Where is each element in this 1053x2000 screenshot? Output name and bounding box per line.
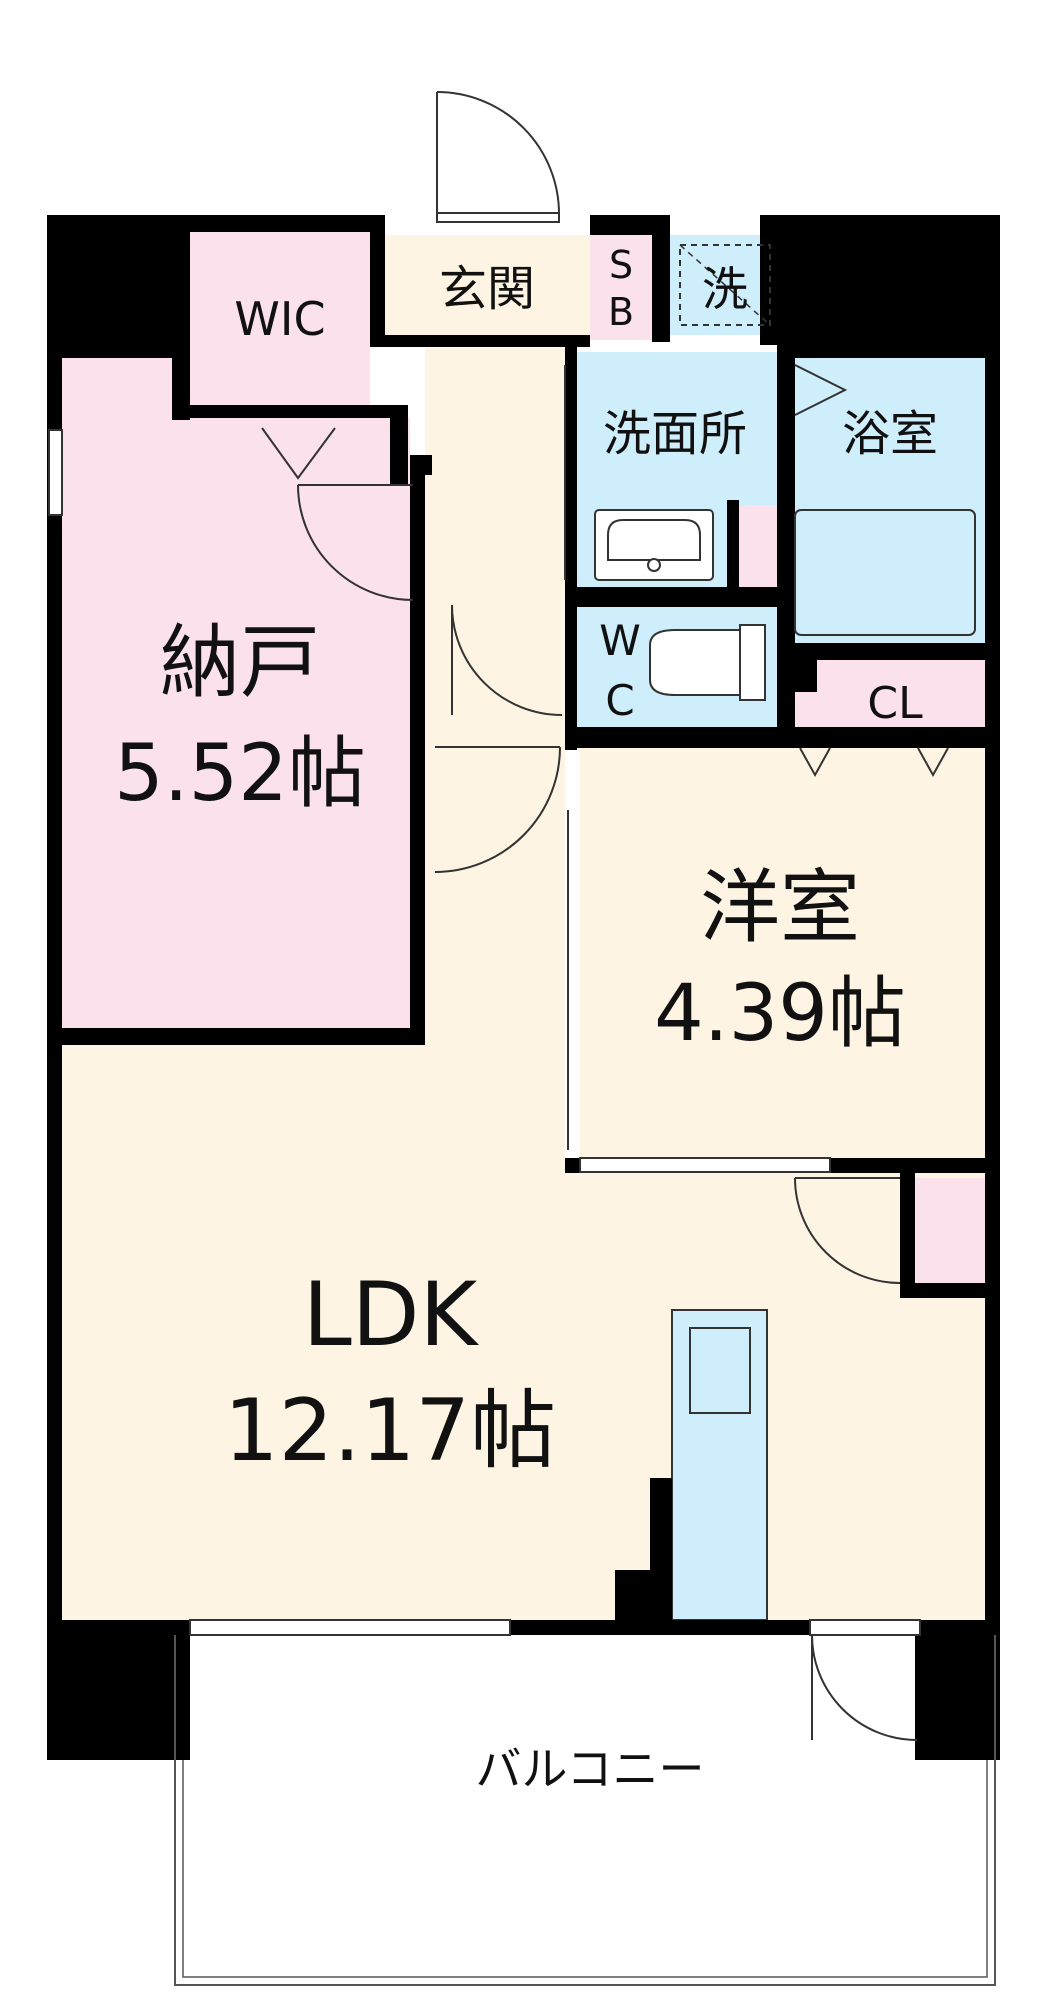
washer-diagonal (679, 244, 771, 326)
shoe-box-label-b: B (608, 290, 634, 334)
closet-label: CL (867, 678, 923, 729)
western-room-area (580, 748, 985, 1158)
washroom-label: 洗面所 (603, 406, 747, 462)
wic-area (190, 232, 370, 410)
entrance-label: 玄関 (439, 261, 535, 317)
shoe-box-area (590, 235, 652, 340)
shoe-box-label-s: S (609, 243, 633, 287)
kitchen-counter (671, 1309, 768, 1621)
doors (261, 91, 949, 1741)
wic-label: WIC (234, 292, 325, 346)
balcony-outline (174, 1635, 996, 1986)
balcony-label: バルコニー (475, 1742, 704, 1796)
ldk-storage-area (915, 1178, 985, 1283)
walls (47, 215, 1000, 1760)
closet-area (795, 660, 985, 733)
western-room-label: 洋室 (700, 861, 860, 954)
windows (48, 429, 921, 1636)
washer-label: 洗 (702, 262, 748, 316)
balcony-inner-outline (182, 1760, 988, 1978)
toilet-label-w: W (599, 616, 641, 665)
kitchen-sink (689, 1327, 751, 1414)
fixtures (594, 244, 976, 701)
storeroom-label: 納戸 (160, 616, 320, 709)
washroom-shelf-area (740, 505, 777, 587)
ldk-label: LDK (303, 1263, 480, 1366)
bathroom-label: 浴室 (842, 406, 938, 462)
toilet-label-c: C (605, 676, 634, 725)
ldk-size: 12.17帖 (224, 1381, 556, 1481)
entrance-area (385, 235, 590, 347)
storeroom-size: 5.52帖 (114, 729, 366, 819)
western-room-size: 4.39帖 (654, 969, 906, 1059)
storeroom-area (50, 358, 410, 1030)
